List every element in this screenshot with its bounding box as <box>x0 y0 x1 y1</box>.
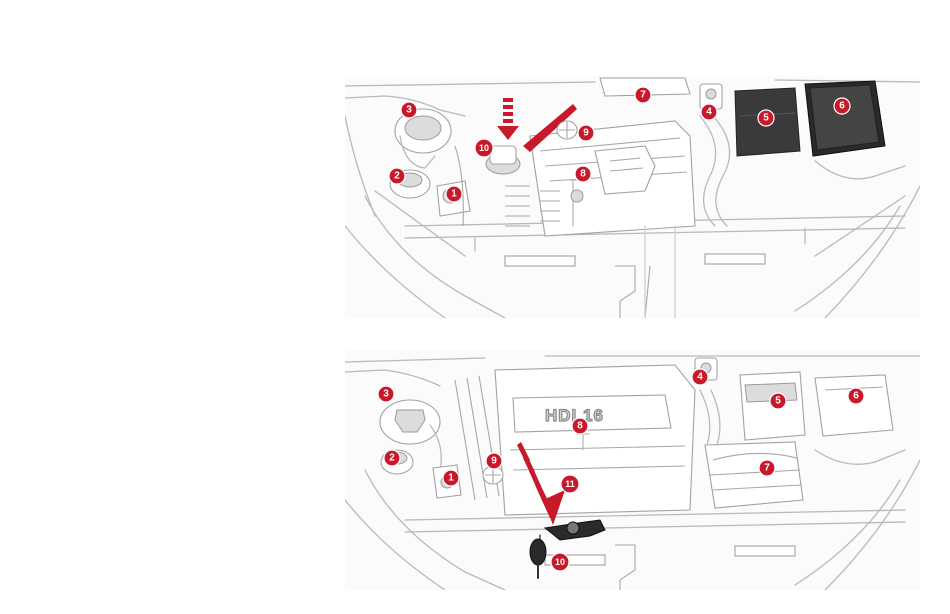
svg-text:1: 1 <box>448 473 454 484</box>
callout-2: 2 <box>384 450 400 466</box>
svg-text:11: 11 <box>565 479 575 489</box>
top-red-arrow <box>497 98 519 140</box>
engine-bay-diagram-2: HDI 16 1 2 3 4 5 6 7 8 9 10 <box>345 350 920 590</box>
callout-3: 3 <box>378 386 394 402</box>
callout-11: 11 <box>561 475 579 493</box>
callout-3: 3 <box>401 102 417 118</box>
svg-text:3: 3 <box>406 105 412 116</box>
svg-text:2: 2 <box>394 171 400 182</box>
callout-6: 6 <box>834 98 850 114</box>
svg-text:8: 8 <box>580 169 586 180</box>
callout-8: 8 <box>575 166 591 182</box>
svg-text:10: 10 <box>479 143 489 153</box>
svg-text:5: 5 <box>775 396 781 407</box>
callout-10: 10 <box>475 139 493 157</box>
callout-4: 4 <box>692 369 708 385</box>
callout-4: 4 <box>701 104 717 120</box>
callout-9: 9 <box>486 453 502 469</box>
svg-text:3: 3 <box>383 389 389 400</box>
callout-10: 10 <box>551 553 569 571</box>
svg-text:1: 1 <box>451 189 457 200</box>
svg-text:8: 8 <box>577 421 583 432</box>
svg-text:5: 5 <box>763 113 769 124</box>
callout-9: 9 <box>578 125 594 141</box>
engine-bay-diagram-1: 1 2 3 4 5 6 7 8 9 10 <box>345 76 920 318</box>
svg-text:7: 7 <box>640 90 646 101</box>
callout-8: 8 <box>572 418 588 434</box>
callout-1: 1 <box>446 186 462 202</box>
callout-5: 5 <box>770 393 786 409</box>
svg-text:7: 7 <box>764 463 770 474</box>
svg-text:2: 2 <box>389 453 395 464</box>
callout-7: 7 <box>635 87 651 103</box>
engine-bay-diagram-1-artwork: 1 2 3 4 5 6 7 8 9 10 <box>345 76 920 318</box>
svg-text:9: 9 <box>491 456 497 467</box>
svg-text:6: 6 <box>853 391 859 402</box>
svg-text:9: 9 <box>583 128 589 139</box>
callout-2: 2 <box>389 168 405 184</box>
svg-text:6: 6 <box>839 101 845 112</box>
svg-text:10: 10 <box>555 557 565 567</box>
callout-6: 6 <box>848 388 864 404</box>
callout-1: 1 <box>443 470 459 486</box>
engine-bay-diagram-2-artwork: HDI 16 1 2 3 4 5 6 7 8 9 10 <box>345 350 920 590</box>
svg-text:4: 4 <box>697 372 703 383</box>
callout-5: 5 <box>758 110 774 126</box>
svg-text:4: 4 <box>706 107 712 118</box>
callout-7: 7 <box>759 460 775 476</box>
